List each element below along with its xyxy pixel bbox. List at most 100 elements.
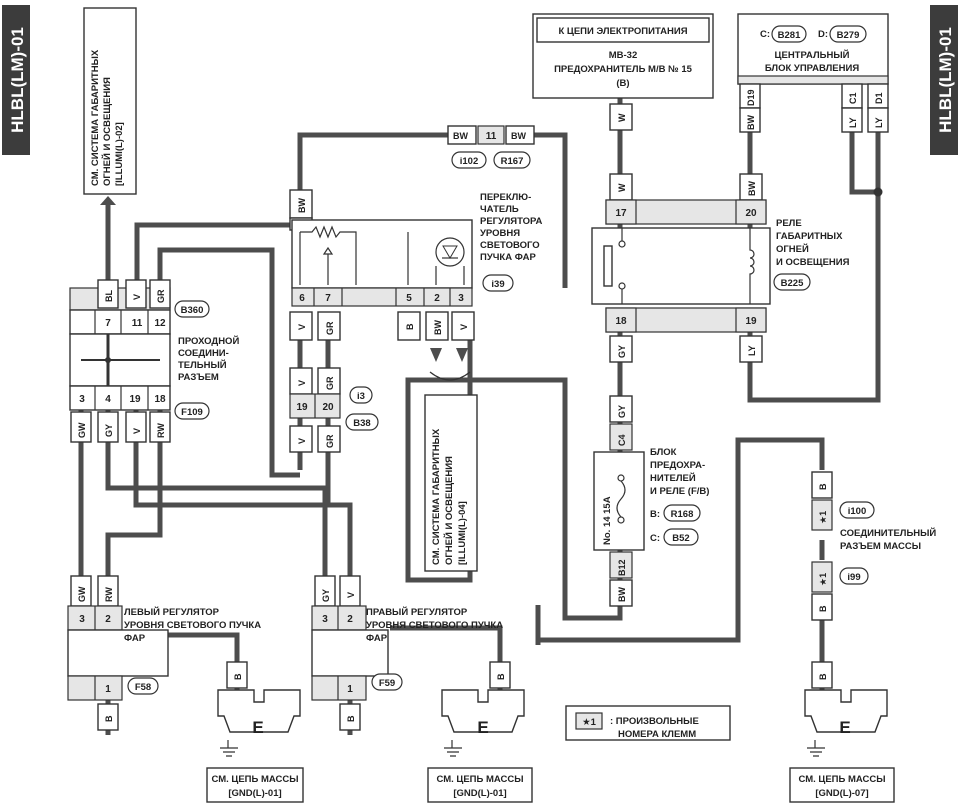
svg-text:R168: R168: [671, 509, 694, 520]
svg-text:E: E: [477, 718, 488, 737]
svg-text:И РЕЛЕ (F/B): И РЕЛЕ (F/B): [650, 486, 709, 497]
wire-tags-b360: BL V GR GW GY V RW: [70, 279, 171, 443]
svg-text:[ILLUMI(L)-04]: [ILLUMI(L)-04]: [457, 501, 468, 565]
svg-text:ОГНЕЙ: ОГНЕЙ: [776, 243, 809, 255]
leveler-switch: BW 6 7 5 2 3 ПЕРЕКЛЮ- ЧАТЕЛЬ РЕГУЛЯТОРА …: [289, 189, 543, 307]
svg-text:B:: B:: [650, 509, 660, 520]
svg-text:ТЕЛЬНЫЙ: ТЕЛЬНЫЙ: [178, 359, 227, 371]
svg-text:СМ. СИСТЕМА ГАБАРИТНЫХ: СМ. СИСТЕМА ГАБАРИТНЫХ: [90, 49, 101, 186]
svg-text:ФАР: ФАР: [366, 633, 388, 644]
svg-text:GY: GY: [617, 345, 627, 358]
svg-text:ЧАТЕЛЬ: ЧАТЕЛЬ: [480, 204, 519, 215]
svg-text:1: 1: [105, 684, 111, 695]
svg-text:3: 3: [458, 293, 464, 304]
svg-text:BL: BL: [104, 290, 114, 302]
svg-text:C:: C:: [760, 29, 770, 40]
svg-text:GW: GW: [77, 422, 87, 438]
svg-text:РАЗЪЕМ: РАЗЪЕМ: [178, 372, 219, 383]
svg-text:12: 12: [154, 318, 166, 329]
svg-text:BW: BW: [511, 131, 526, 141]
svg-text:20: 20: [745, 208, 757, 219]
wire-gr-loop: [157, 247, 300, 478]
svg-text:5: 5: [406, 293, 412, 304]
svg-text:РЕГУЛЯТОРА: РЕГУЛЯТОРА: [480, 216, 543, 227]
svg-text:V: V: [132, 428, 142, 434]
ref-center: СМ. СИСТЕМА ГАБАРИТНЫХ ОГНЕЙ И ОСВЕЩЕНИЯ…: [424, 394, 478, 572]
wire-tags-switch: V GR B BW V: [289, 311, 475, 341]
svg-text:3: 3: [322, 614, 328, 625]
svg-text:УРОВНЯ СВЕТОВОГО ПУЧКА: УРОВНЯ СВЕТОВОГО ПУЧКА: [366, 620, 503, 631]
svg-text:V: V: [297, 324, 307, 330]
svg-text:B52: B52: [672, 533, 689, 544]
svg-text:B279: B279: [837, 30, 860, 41]
svg-text:НОМЕРА КЛЕММ: НОМЕРА КЛЕММ: [618, 729, 696, 740]
svg-text:F59: F59: [379, 678, 395, 689]
svg-text:2: 2: [105, 614, 111, 625]
svg-text:BW: BW: [433, 320, 443, 335]
svg-text:19: 19: [745, 316, 757, 327]
central-unit: C: B281 D: B279 ЦЕНТРАЛЬНЫЙ БЛОК УПРАВЛЕ…: [737, 13, 889, 133]
svg-text:W: W: [617, 183, 627, 192]
ground-connector: B ★1 ★1 B i100 СОЕДИНИТЕЛЬНЫЙ РАЗЪЕМ МАС…: [811, 471, 936, 621]
svg-text:БЛОК: БЛОК: [650, 447, 677, 458]
svg-text:V: V: [459, 324, 469, 330]
svg-text:РАЗЪЕМ МАССЫ: РАЗЪЕМ МАССЫ: [840, 541, 921, 552]
svg-text:LY: LY: [874, 117, 884, 128]
svg-text:СОЕДИНИТЕЛЬНЫЙ: СОЕДИНИТЕЛЬНЫЙ: [840, 527, 936, 539]
svg-text:BW: BW: [297, 198, 307, 213]
relay: W BW 17 20 18 19 GY LY РЕЛЕ ГАБАРИТНЫХ О…: [591, 173, 850, 363]
svg-text:ПУЧКА ФАР: ПУЧКА ФАР: [480, 252, 536, 263]
svg-text:LY: LY: [747, 345, 757, 356]
svg-text:СМ. СИСТЕМА ГАБАРИТНЫХ: СМ. СИСТЕМА ГАБАРИТНЫХ: [431, 428, 442, 565]
svg-text:УРОВНЯ СВЕТОВОГО ПУЧКА: УРОВНЯ СВЕТОВОГО ПУЧКА: [124, 620, 261, 631]
side-tag-left: HLBL(LM)-01: [2, 5, 30, 155]
top-connector: BW 11 BW i102 R167: [447, 125, 535, 169]
left-leveler: GW RW 3 2 1 B F58 ЛЕВЫЙ РЕГУЛЯТОР УРОВНЯ…: [67, 575, 261, 731]
svg-text:RW: RW: [156, 423, 166, 438]
arrow-down-icon: [430, 348, 442, 362]
svg-text:GR: GR: [325, 321, 335, 335]
svg-text:D19: D19: [746, 89, 756, 106]
svg-text:i99: i99: [847, 572, 860, 583]
svg-text:BW: BW: [747, 181, 757, 196]
svg-text:ФАР: ФАР: [124, 633, 146, 644]
svg-text:BW: BW: [746, 115, 756, 130]
svg-text:1: 1: [347, 684, 353, 695]
svg-text:ОГНЕЙ И ОСВЕЩЕНИЯ: ОГНЕЙ И ОСВЕЩЕНИЯ: [443, 456, 455, 565]
svg-text:i100: i100: [848, 506, 867, 517]
svg-text:ЦЕНТРАЛЬНЫЙ: ЦЕНТРАЛЬНЫЙ: [775, 49, 850, 61]
svg-text:6: 6: [299, 293, 305, 304]
svg-text:(B): (B): [616, 78, 629, 89]
svg-text:19: 19: [129, 394, 141, 405]
svg-text:ОГНЕЙ И ОСВЕЩЕНИЯ: ОГНЕЙ И ОСВЕЩЕНИЯ: [101, 77, 113, 186]
svg-text:20: 20: [322, 402, 334, 413]
svg-text:3: 3: [79, 394, 85, 405]
svg-text:BW: BW: [617, 587, 627, 602]
ref-top-left: СМ. СИСТЕМА ГАБАРИТНЫХ ОГНЕЙ И ОСВЕЩЕНИЯ…: [83, 7, 137, 205]
wire-rw: [105, 410, 163, 590]
svg-text:F58: F58: [135, 682, 151, 693]
svg-text:V: V: [297, 380, 307, 386]
svg-text:HLBL(LM)-01: HLBL(LM)-01: [8, 27, 27, 133]
svg-text:V: V: [132, 294, 142, 300]
wire-bw-fuse: [405, 330, 623, 621]
svg-text:4: 4: [105, 394, 111, 405]
svg-text:C4: C4: [617, 434, 627, 446]
svg-text:И ОСВЕЩЕНИЯ: И ОСВЕЩЕНИЯ: [776, 257, 850, 268]
svg-text:B: B: [104, 715, 114, 722]
svg-text:V: V: [297, 438, 307, 444]
legend: ★1 : ПРОИЗВОЛЬНЫЕ НОМЕРА КЛЕММ: [565, 705, 731, 741]
svg-text:ГАБАРИТНЫХ: ГАБАРИТНЫХ: [776, 231, 843, 242]
svg-text:[GND(L)-01]: [GND(L)-01]: [453, 788, 506, 799]
svg-text:C1: C1: [848, 92, 858, 104]
svg-text:B12: B12: [617, 559, 627, 576]
svg-text:GR: GR: [325, 376, 335, 390]
svg-text:СВЕТОВОГО: СВЕТОВОГО: [480, 240, 540, 251]
svg-text:18: 18: [615, 316, 627, 327]
svg-text:B281: B281: [778, 30, 801, 41]
svg-text:СМ. ЦЕПЬ МАССЫ: СМ. ЦЕПЬ МАССЫ: [798, 774, 885, 785]
svg-text:RW: RW: [104, 587, 114, 602]
svg-text:MB-32: MB-32: [609, 50, 638, 61]
svg-text:ПРЕДОХРА-: ПРЕДОХРА-: [650, 460, 705, 471]
svg-text:К ЦЕПИ ЭЛЕКТРОПИТАНИЯ: К ЦЕПИ ЭЛЕКТРОПИТАНИЯ: [558, 26, 687, 37]
